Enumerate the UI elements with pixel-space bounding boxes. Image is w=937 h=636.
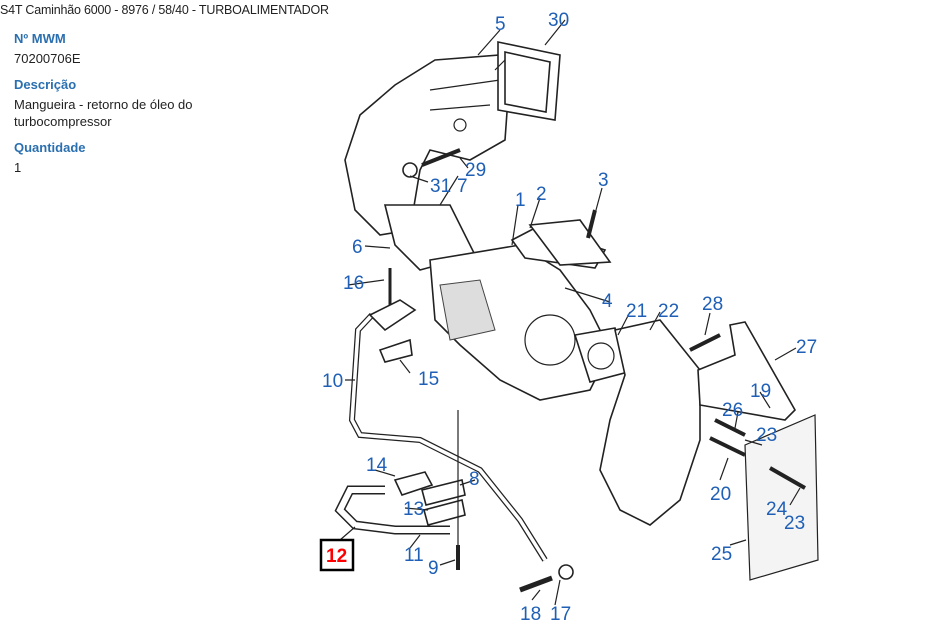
gasket-8 <box>421 479 466 506</box>
breadcrumb: S4T Caminhão 6000 - 8976 / 58/40 - TURBO… <box>0 3 329 17</box>
callout-11[interactable]: 11 <box>404 545 424 566</box>
quantity-value: 1 <box>14 160 22 175</box>
exhaust-elbow-22 <box>599 319 701 526</box>
callout-22[interactable]: 22 <box>658 301 679 322</box>
callout-26[interactable]: 26 <box>722 400 743 421</box>
callout-9[interactable]: 9 <box>428 558 439 579</box>
callout-19[interactable]: 19 <box>750 381 771 402</box>
callout-12[interactable]: 12 <box>326 546 347 567</box>
callout-4[interactable]: 4 <box>602 291 613 312</box>
stud-29 <box>421 148 461 167</box>
gasket-15 <box>378 338 413 363</box>
mwm-label: Nº MWM <box>14 31 66 46</box>
selected-callout-12[interactable]: 12 <box>319 538 355 572</box>
bolt-24 <box>769 466 806 490</box>
mwm-value: 70200706E <box>14 51 81 66</box>
callout-20[interactable]: 20 <box>710 484 731 505</box>
callout-13[interactable]: 13 <box>403 499 424 520</box>
callout-28[interactable]: 28 <box>702 294 723 315</box>
callout-23-upper[interactable]: 23 <box>756 425 777 446</box>
callout-24[interactable]: 24 <box>766 499 788 520</box>
callout-31[interactable]: 31 <box>430 176 451 197</box>
callout-7[interactable]: 7 <box>457 176 468 197</box>
callout-29[interactable]: 29 <box>465 160 486 181</box>
callout-5[interactable]: 5 <box>495 14 506 35</box>
callout-1[interactable]: 1 <box>515 190 526 211</box>
description-label: Descrição <box>14 77 77 92</box>
gasket-13 <box>423 499 466 526</box>
callout-23-lower[interactable]: 23 <box>784 513 805 534</box>
stud-20 <box>709 436 746 457</box>
quantity-label: Quantidade <box>14 140 86 155</box>
leader-lines <box>339 19 801 606</box>
stud-26 <box>714 418 746 437</box>
callout-15[interactable]: 15 <box>418 369 439 390</box>
callout-21[interactable]: 21 <box>626 301 647 322</box>
callout-18[interactable]: 18 <box>520 604 541 625</box>
adapter-14 <box>393 471 434 496</box>
callout-17[interactable]: 17 <box>550 604 571 625</box>
callout-10[interactable]: 10 <box>322 371 343 392</box>
callout-3[interactable]: 3 <box>598 170 609 191</box>
gasket-2 <box>528 219 612 266</box>
stud-3 <box>586 209 597 239</box>
nut-31 <box>402 162 418 178</box>
callout-27[interactable]: 27 <box>796 337 817 358</box>
gasket-30 <box>497 41 561 121</box>
callout-16[interactable]: 16 <box>343 273 364 294</box>
callout-8[interactable]: 8 <box>469 469 480 490</box>
bolt-28 <box>689 333 721 352</box>
banjo-17 <box>558 564 574 580</box>
description-value: Mangueira - retorno de óleo do turbocomp… <box>14 97 193 129</box>
callout-25[interactable]: 25 <box>711 544 732 565</box>
banjo-bolt-18 <box>519 575 553 593</box>
heat-shield-25 <box>744 414 819 581</box>
callout-2[interactable]: 2 <box>536 184 547 205</box>
callout-14[interactable]: 14 <box>366 455 388 476</box>
callout-6[interactable]: 6 <box>352 237 363 258</box>
flange-16 <box>368 299 417 332</box>
bracket-27 <box>697 321 796 421</box>
callout-30[interactable]: 30 <box>548 10 569 31</box>
part-details: Nº MWM 70200706E Descrição Mangueira - r… <box>14 31 244 186</box>
turbocharger <box>429 244 611 401</box>
